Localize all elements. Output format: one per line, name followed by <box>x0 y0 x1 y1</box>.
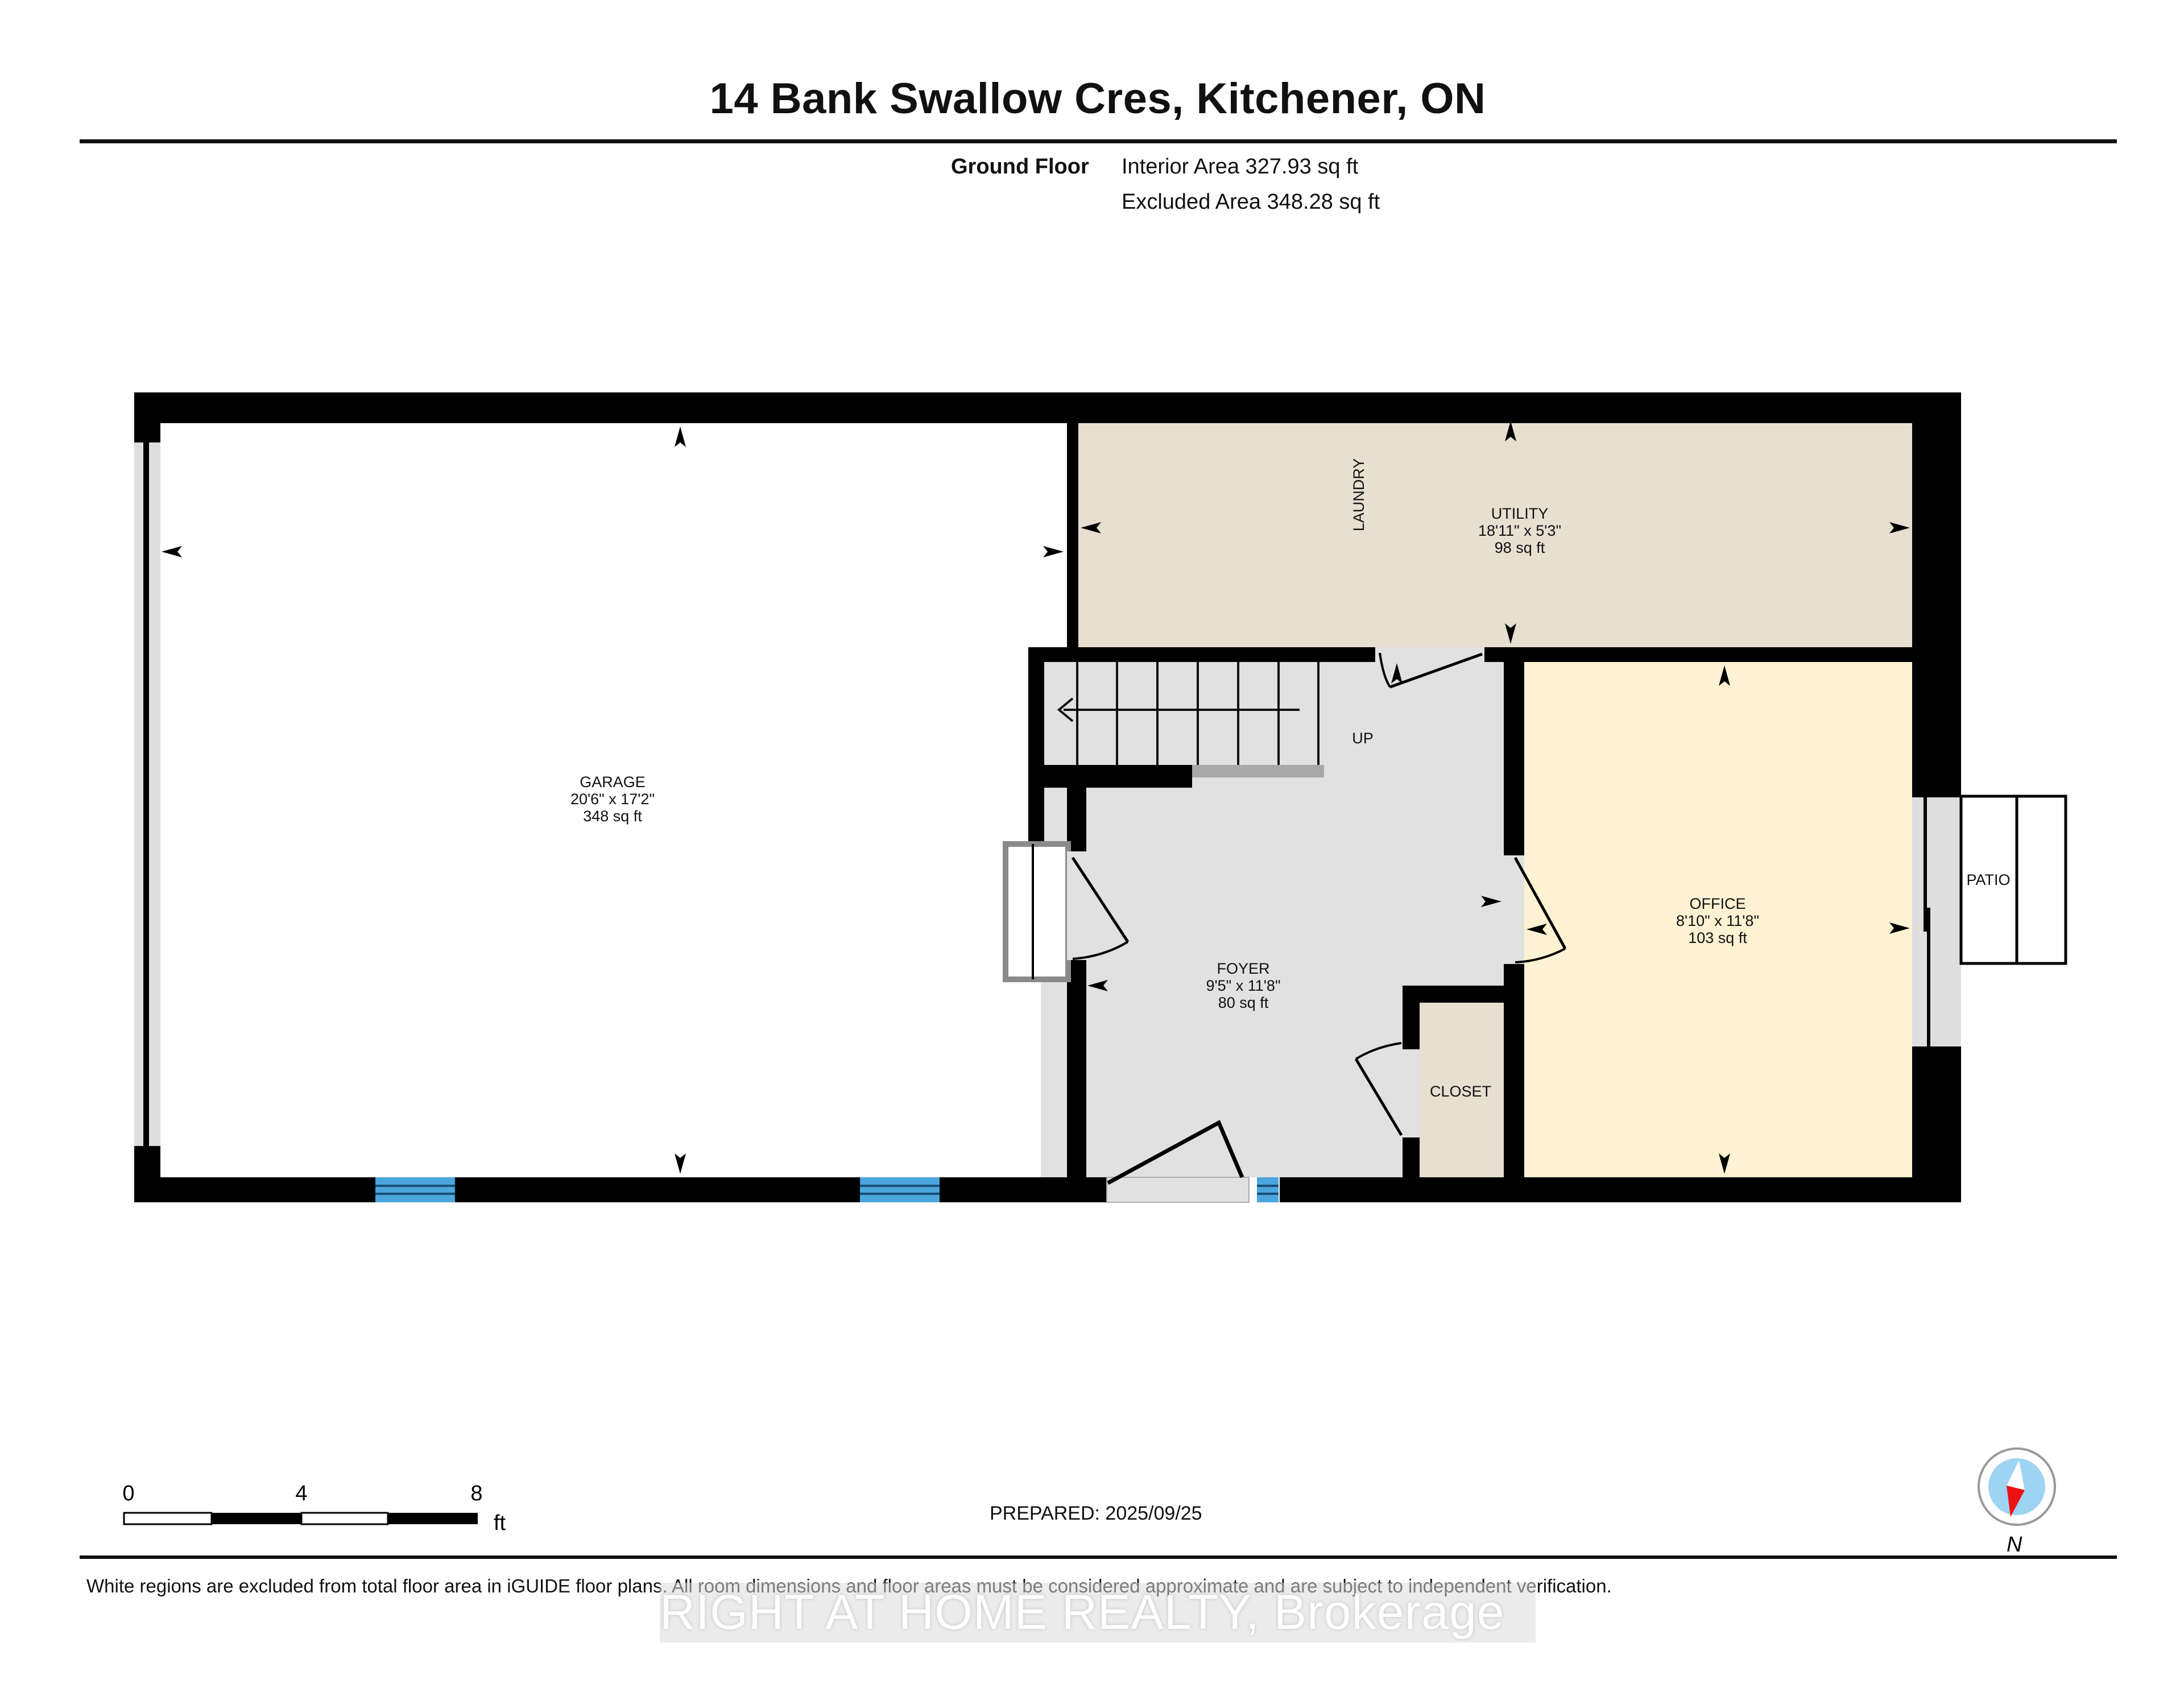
svg-text:UTILITY: UTILITY <box>1491 505 1549 522</box>
svg-text:20'6" x 17'2": 20'6" x 17'2" <box>570 791 655 808</box>
scale-tick-0: 0 <box>122 1482 134 1505</box>
stairs-up-label: UP <box>1352 730 1374 747</box>
garage-room <box>160 423 1067 1177</box>
excluded-area: Excluded Area 348.28 sq ft <box>1122 190 1380 214</box>
svg-text:OFFICE: OFFICE <box>1690 895 1746 912</box>
svg-text:8'10" x 11'8": 8'10" x 11'8" <box>1676 912 1759 929</box>
walls <box>134 392 1961 1202</box>
svg-text:FOYER: FOYER <box>1217 960 1269 977</box>
patio <box>1959 795 2067 965</box>
prepared-date: PREPARED: 2025/09/25 <box>990 1503 1202 1524</box>
svg-text:GARAGE: GARAGE <box>580 773 646 791</box>
svg-text:348 sq ft: 348 sq ft <box>583 808 642 825</box>
patio-label: PATIO <box>1966 871 2010 888</box>
compass-north-label: N <box>2007 1533 2022 1557</box>
closet-door <box>1354 1042 1420 1137</box>
office-room <box>1524 662 1912 1177</box>
watermark-text: RIGHT AT HOME REALTY, Brokerage <box>660 1585 1505 1640</box>
svg-text:80 sq ft: 80 sq ft <box>1218 994 1269 1011</box>
brokerage-watermark: RIGHT AT HOME REALTY, Brokerage <box>660 1583 1536 1643</box>
garage-entry-door <box>1003 841 1130 982</box>
closet-label: CLOSET <box>1430 1083 1491 1100</box>
svg-text:18'11" x 5'3": 18'11" x 5'3" <box>1478 522 1561 539</box>
garage-windows <box>375 1177 1279 1202</box>
laundry-label: LAUNDRY <box>1350 458 1367 532</box>
svg-text:9'5" x 11'8": 9'5" x 11'8" <box>1206 977 1280 994</box>
scale-tick-4: 4 <box>295 1482 307 1505</box>
interior-area: Interior Area 327.93 sq ft <box>1122 155 1359 179</box>
compass-icon: N <box>1978 1447 2056 1557</box>
staircase <box>1044 654 1325 777</box>
closet-room <box>1418 1003 1503 1177</box>
svg-text:98 sq ft: 98 sq ft <box>1495 539 1545 556</box>
utility-label: UTILITY 18'11" x 5'3" 98 sq ft <box>1478 505 1561 556</box>
footer-divider <box>80 1555 2117 1559</box>
patio-sliding-door <box>1912 797 1961 1046</box>
dimension-arrows <box>162 421 1910 1174</box>
scale-bar: 0 4 8 ft <box>122 1482 506 1535</box>
scale-tick-8: 8 <box>470 1482 482 1505</box>
utility-room <box>1078 417 1912 647</box>
office-label: OFFICE 8'10" x 11'8" 103 sq ft <box>1676 895 1759 946</box>
floor-name: Ground Floor <box>951 155 1089 179</box>
front-door <box>1106 1120 1250 1203</box>
header-divider <box>80 139 2117 143</box>
scale-unit: ft <box>494 1511 506 1535</box>
garage-label: GARAGE 20'6" x 17'2" 348 sq ft <box>570 773 655 825</box>
foyer-label: FOYER 9'5" x 11'8" 80 sq ft <box>1206 960 1280 1011</box>
office-door <box>1504 855 1567 964</box>
utility-door <box>1375 647 1484 689</box>
garage-side-window <box>134 442 160 1146</box>
svg-text:103 sq ft: 103 sq ft <box>1688 929 1747 946</box>
property-address-title: 14 Bank Swallow Cres, Kitchener, ON <box>709 75 1486 123</box>
